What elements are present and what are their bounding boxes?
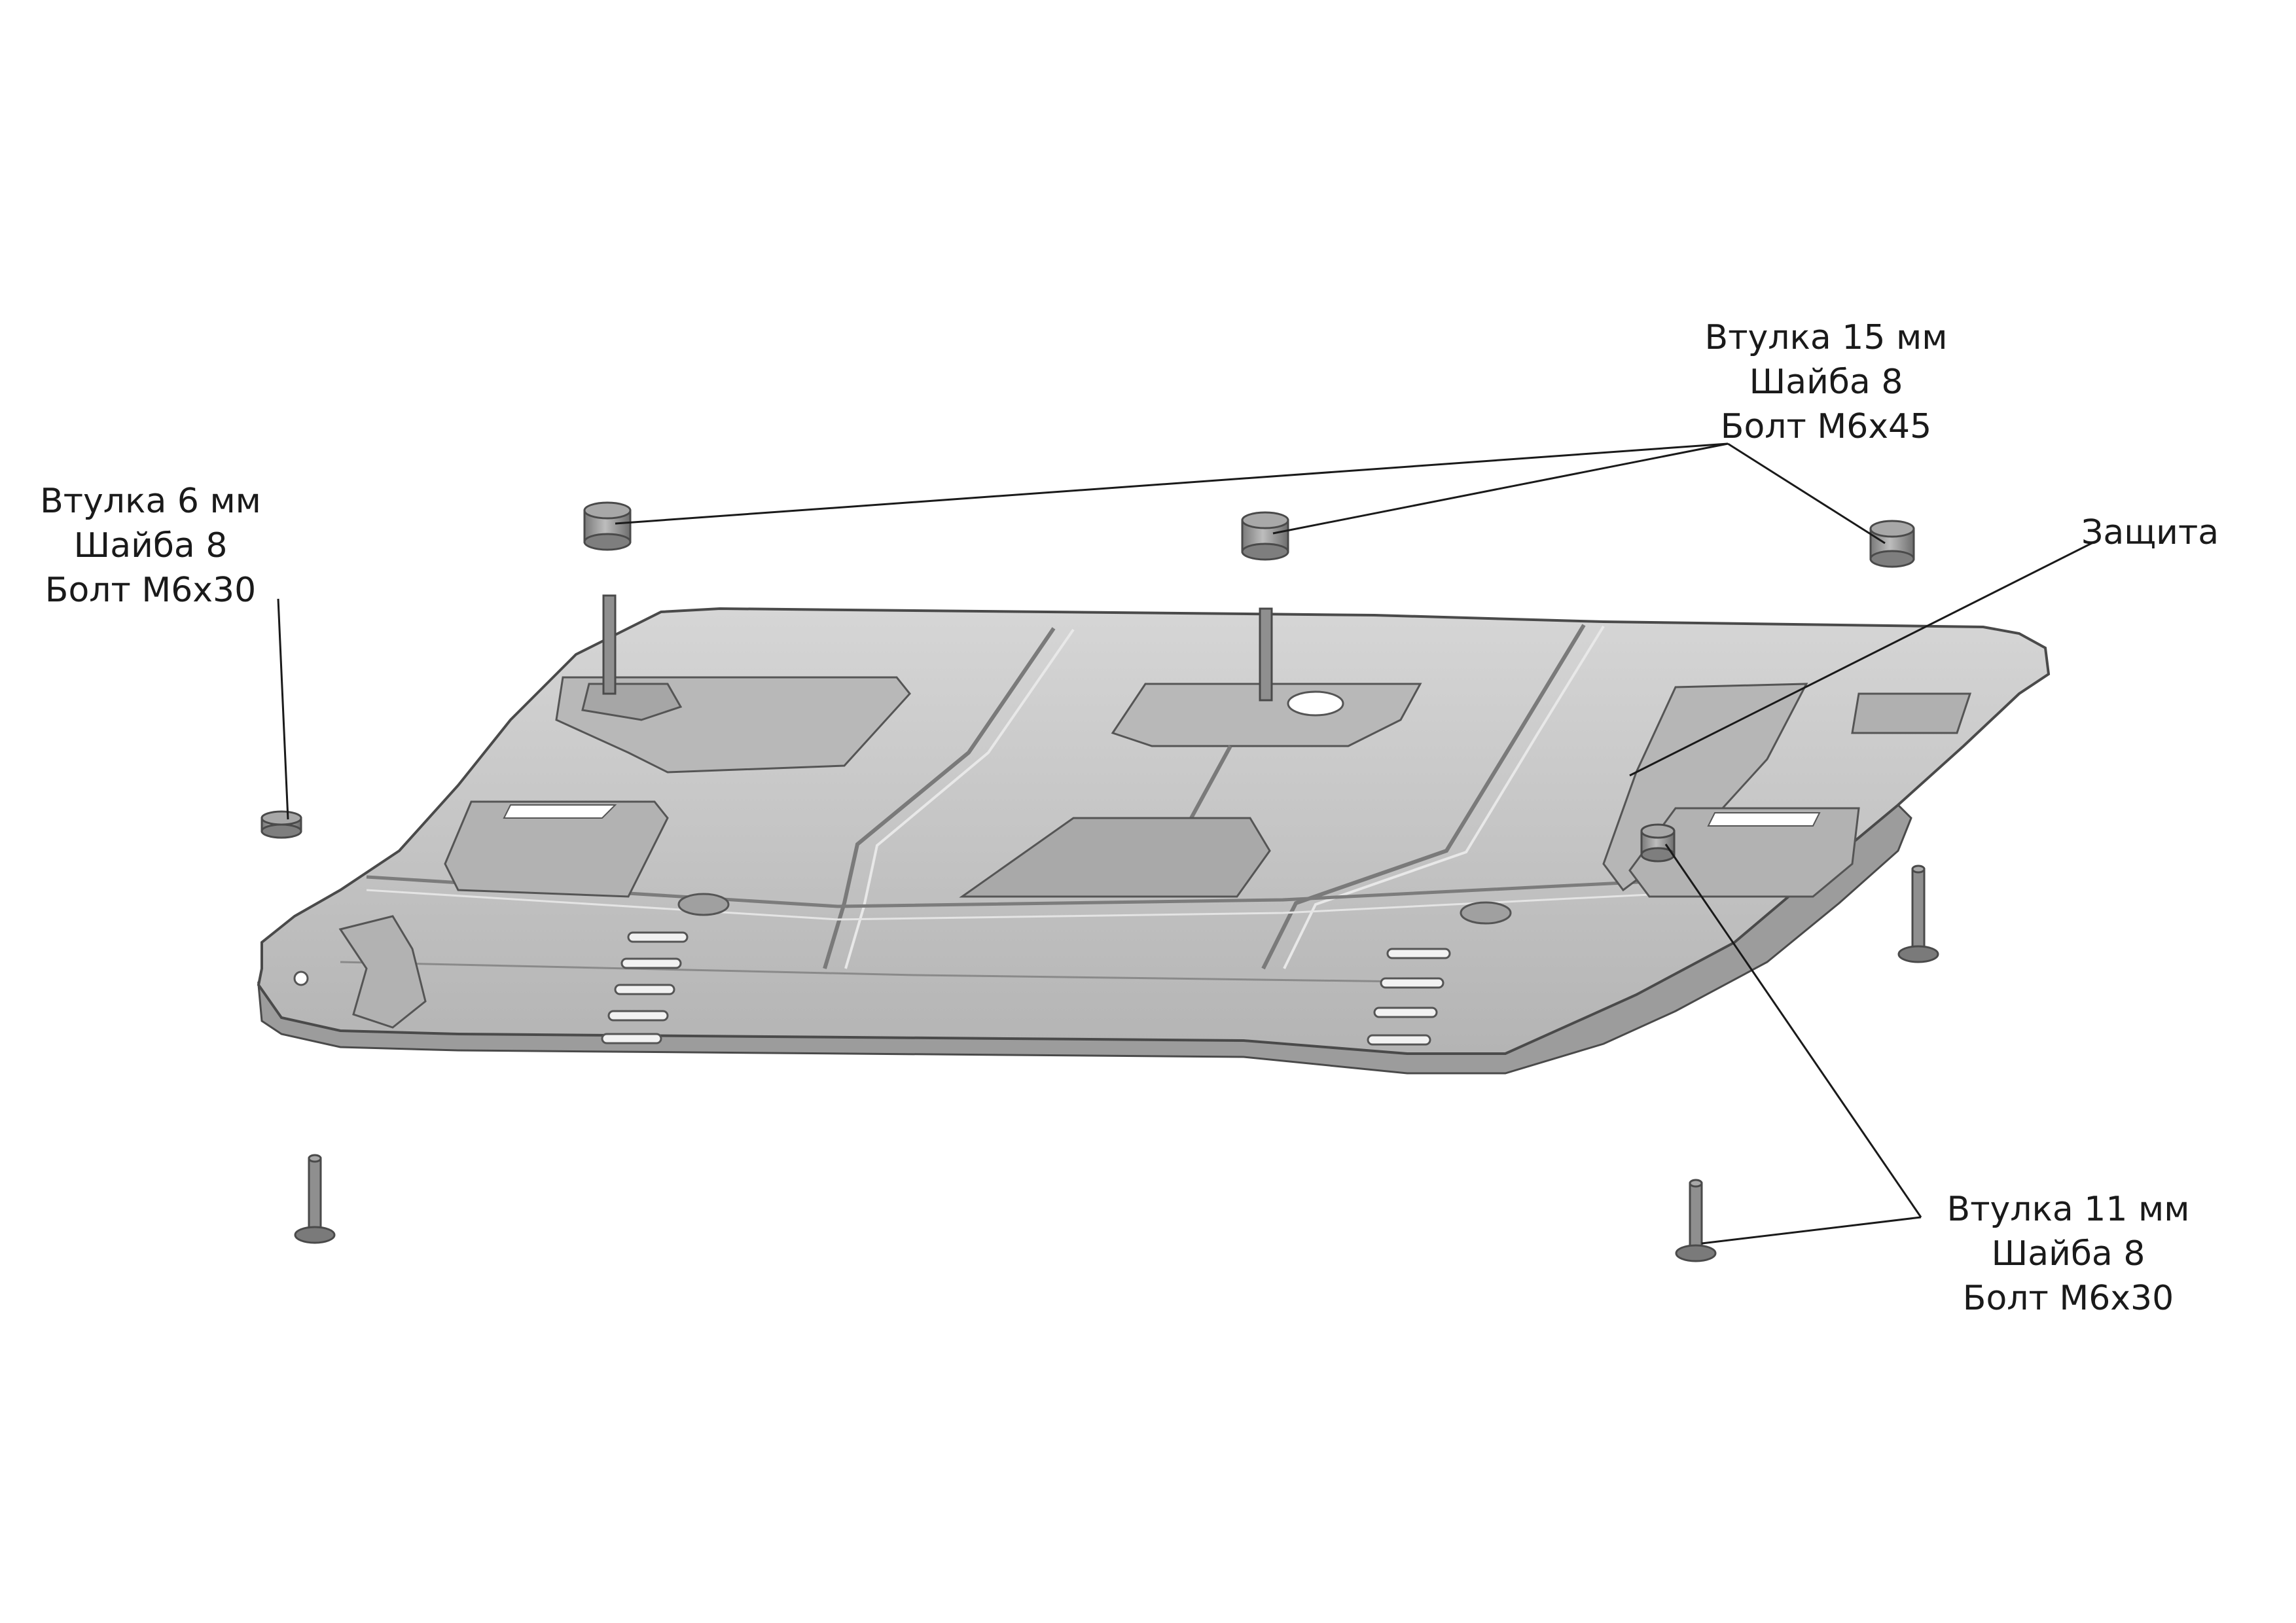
mount-hole-left [677,893,730,916]
callout-line: Втулка 11 мм [1946,1190,2190,1229]
bushing-15-right [1869,520,1915,568]
vent-slot [1367,1034,1431,1046]
stud-left [602,594,617,695]
callout-line: Болт М6х30 [1962,1279,2174,1318]
bolt-rear-right [1897,865,1939,963]
bushing-15-left [583,501,632,551]
leader-11-bushing [1664,844,1922,1218]
bolt-front-left [294,1154,336,1244]
skid-plate [257,607,2051,1075]
callout-bushing-11: Втулка 11 мм Шайба 8 Болт М6х30 [1911,1187,2225,1321]
callout-line: Шайба 8 [1991,1234,2145,1274]
window-left-opening [503,804,617,819]
window-left [444,800,669,898]
rib-front [340,961,1408,983]
rib-right [1261,624,1586,970]
pocket-center [1111,683,1422,747]
vent-slot [620,957,682,969]
bushing-11 [1640,823,1676,863]
vent-slot [607,1010,669,1022]
callout-line: Шайба 8 [1749,363,1903,402]
callout-line: Болт М6х45 [1720,407,1932,446]
vent-slot [1380,977,1444,989]
vent-slot [614,984,675,995]
callout-line: Болт М6х30 [45,571,257,610]
leader-guard [1629,541,2095,777]
plate-studs [602,594,1273,702]
bushings [260,501,1915,863]
rib-right-hl [1283,625,1605,969]
callout-bushing-15: Втулка 15 мм Шайба 8 Болт М6х45 [1676,315,1977,449]
rib-left [823,627,1056,969]
bushing-15-center [1241,511,1289,561]
pocket-right-far [1851,692,1972,734]
pocket-center-stem [1189,745,1232,819]
callout-guard: Защита [2081,510,2251,555]
vent-slots-right [1367,948,1451,1046]
plate-corner-hole [293,971,309,986]
callout-line: Втулка 6 мм [40,482,261,521]
leader-15-right [1727,442,1886,544]
vent-slot [1386,948,1451,959]
bushing-6 [260,810,302,839]
bolt-front-right [1675,1179,1717,1262]
leader-lines [277,442,2095,1245]
leader-15-center [1272,442,1729,535]
vent-slot [601,1033,662,1044]
stud-center [1259,607,1273,702]
rib-left-hl [844,628,1075,969]
callout-line: Защита [2081,513,2219,552]
vent-slot [627,931,689,943]
callout-line: Втулка 15 мм [1704,318,1948,357]
vent-slot [1373,1007,1438,1018]
vent-slots-left [601,931,689,1044]
window-right-opening [1707,812,1821,827]
plate-front-left-lip [338,915,427,1029]
leader-11-bolt [1701,1216,1922,1245]
pocket-center-hole [1287,690,1344,717]
pocket-center-low [959,817,1271,898]
callout-bushing-6: Втулка 6 мм Шайба 8 Болт М6х30 [26,479,275,613]
leader-15-left [615,442,1729,525]
mount-hole-right [1460,901,1512,925]
bolts [294,865,1939,1262]
callout-line: Шайба 8 [73,526,228,565]
leader-6 [277,598,289,820]
